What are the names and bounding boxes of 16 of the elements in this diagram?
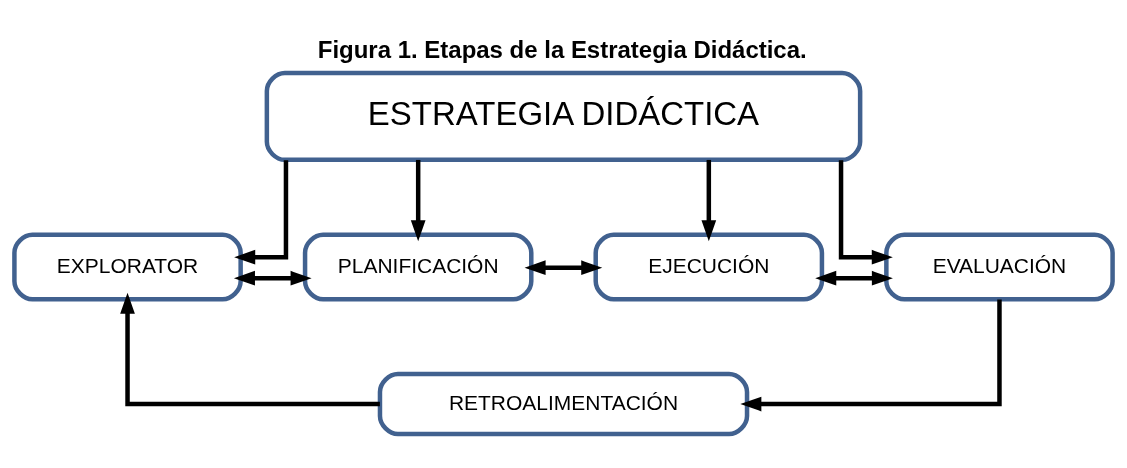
arrow [701, 159, 717, 242]
node-box: ESTRATEGIA DIDÁCTICA [264, 70, 863, 163]
arrow [815, 270, 893, 286]
arrow [838, 160, 893, 265]
arrow [120, 292, 380, 407]
arrow [524, 260, 603, 276]
arrow [234, 160, 289, 265]
node-box: RETROALIMENTACIÓN [377, 371, 750, 437]
arrow [410, 159, 426, 242]
arrow [233, 270, 312, 286]
node-box: PLANIFICACIÓN [302, 232, 534, 302]
node-box: EVALUACIÓN [884, 232, 1115, 302]
arrow [740, 299, 1002, 412]
node-box: EXPLORATOR [12, 232, 243, 302]
node-box: EJECUCIÓN [593, 232, 825, 302]
diagram-title: Figura 1. Etapas de la Estrategia Didáctica. [317, 35, 807, 63]
